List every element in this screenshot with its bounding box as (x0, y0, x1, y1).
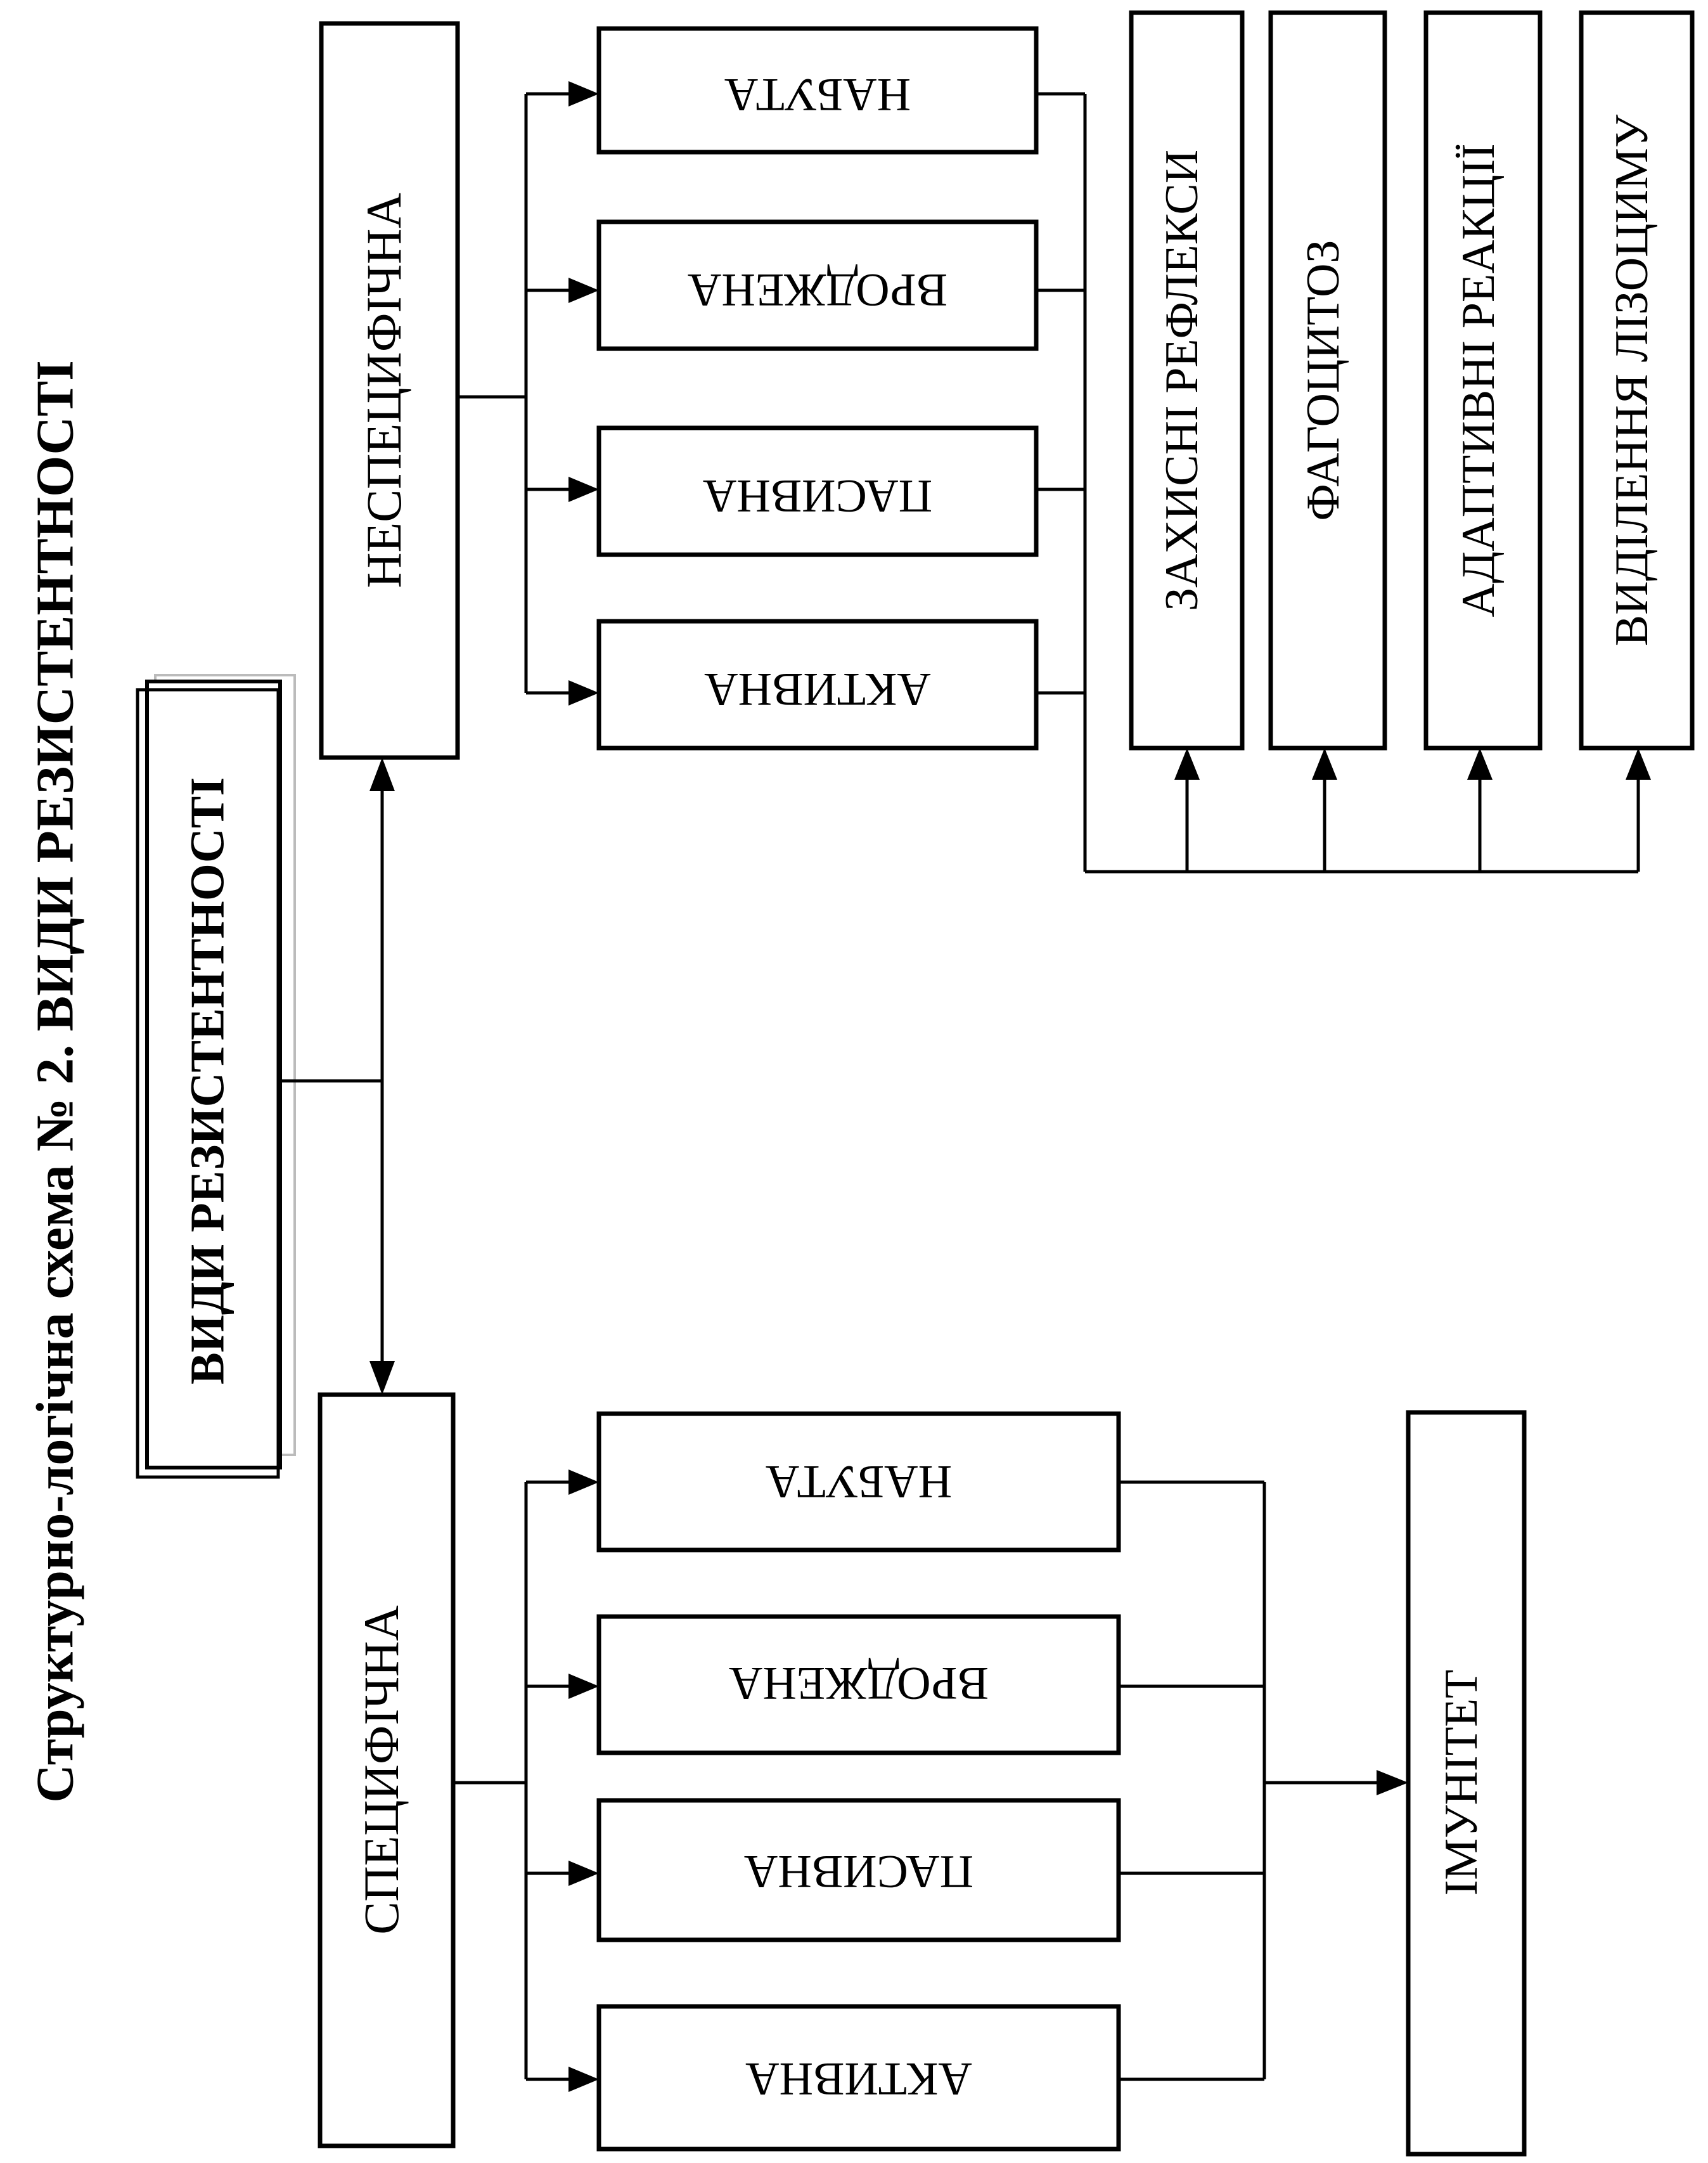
nonspecific-box: НЕСПЕЦИФІЧНА (319, 21, 460, 760)
adaptive-reactions-label: АДАПТИВНІ РЕАКЦІЇ (1453, 143, 1505, 617)
adaptive-reactions-box: АДАПТИВНІ РЕАКЦІЇ (1423, 10, 1543, 751)
specific-innate-label: ВРОДЖЕНА (729, 1657, 989, 1709)
specific-passive-box: ПАСИВНА (596, 1798, 1121, 1942)
nonspecific-active-box: АКТИВНА (596, 619, 1039, 751)
nonspecific-label: НЕСПЕЦИФІЧНА (356, 193, 411, 588)
nonspecific-active-label: АКТИВНА (704, 663, 931, 715)
specific-passive-label: ПАСИВНА (744, 1845, 973, 1897)
nonspecific-acquired-box: НАБУТА (596, 26, 1039, 155)
immunity-box: ІМУНІТЕТ (1406, 1410, 1527, 2157)
nonspecific-innate-box: ВРОДЖЕНА (596, 219, 1039, 351)
diagram-title: Структурно-логічна схема № 2. ВИДИ РЕЗИС… (25, 360, 84, 1803)
nonspecific-passive-box: ПАСИВНА (596, 425, 1039, 557)
phagocytosis-label: ФАГОЦИТОЗ (1297, 240, 1349, 520)
nonspecific-innate-label: ВРОДЖЕНА (688, 264, 947, 316)
specific-innate-box: ВРОДЖЕНА (596, 1614, 1121, 1755)
specific-label: СПЕЦИФІЧНА (354, 1605, 409, 1935)
nonspecific-passive-label: ПАСИВНА (703, 470, 932, 522)
protective-reflexes-label: ЗАХИСНІ РЕФЛЕКСИ (1156, 150, 1208, 611)
lysozyme-secretion-label: ВИДІЛЕННЯ ЛІЗОЦИМУ (1606, 114, 1658, 646)
lysozyme-secretion-box: ВИДІЛЕННЯ ЛІЗОЦИМУ (1579, 10, 1695, 751)
specific-active-box: АКТИВНА (596, 2004, 1121, 2152)
phagocytosis-box: ФАГОЦИТОЗ (1268, 10, 1387, 751)
root-box: ВИДИ РЕЗИСТЕНТНОСТІ (136, 674, 296, 1479)
specific-acquired-box: НАБУТА (596, 1411, 1121, 1553)
protective-reflexes-box: ЗАХИСНІ РЕФЛЕКСИ (1129, 10, 1245, 751)
immunity-label: ІМУНІТЕТ (1435, 1670, 1487, 1896)
root-label: ВИДИ РЕЗИСТЕНТНОСТІ (181, 777, 234, 1385)
nonspecific-acquired-label: НАБУТА (724, 68, 911, 120)
specific-acquired-label: НАБУТА (766, 1456, 952, 1508)
specific-active-label: АКТИВНА (745, 2053, 972, 2105)
specific-box: СПЕЦИФІЧНА (318, 1392, 456, 2148)
